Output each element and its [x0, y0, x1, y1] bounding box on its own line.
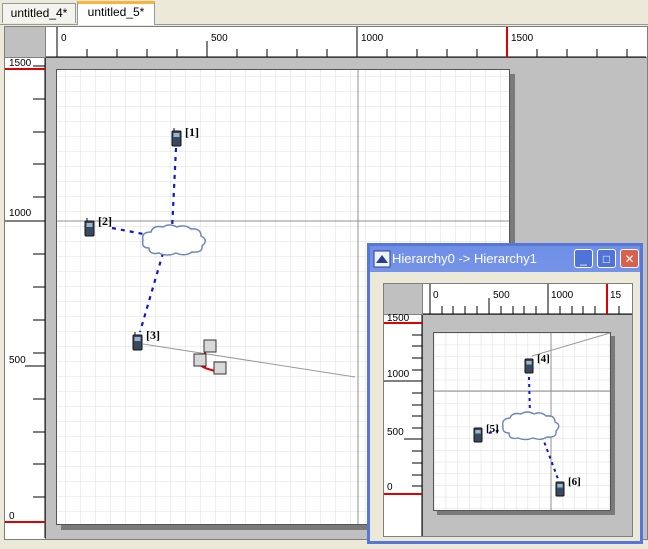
phone-icon[interactable]	[84, 218, 95, 237]
subwindow-titlebar[interactable]: Hierarchy0 -> Hierarchy1 _ □ ✕	[370, 246, 640, 272]
node-label-2: [2]	[98, 214, 112, 228]
sub-ruler-corner	[384, 284, 423, 315]
vruler-label-500: 500	[9, 355, 26, 366]
sub-vruler-label-1000: 1000	[387, 369, 410, 380]
tab-untitled-4[interactable]: untitled_4*	[2, 3, 76, 23]
vertical-ruler[interactable]: 1500 1000 500 0	[5, 58, 46, 539]
server-cluster-icon[interactable]	[190, 338, 232, 382]
sub-vruler-label-0: 0	[387, 482, 393, 493]
close-button[interactable]: ✕	[620, 249, 639, 268]
hierarchy-subwindow[interactable]: Hierarchy0 -> Hierarchy1 _ □ ✕	[367, 243, 643, 544]
subwindow-title: Hierarchy0 -> Hierarchy1	[392, 251, 537, 266]
node-label-6: [6]	[568, 476, 581, 488]
phone-icon[interactable]	[171, 128, 182, 147]
maximize-button[interactable]: □	[597, 249, 616, 268]
phone-icon[interactable]	[524, 357, 534, 374]
sub-hruler-label-15: 15	[610, 290, 622, 301]
sub-hruler-label-1000: 1000	[551, 290, 574, 301]
sub-horizontal-ruler[interactable]: 0 500 1000 15	[423, 284, 632, 315]
node-label-4: [4]	[537, 353, 550, 365]
tab-bar: untitled_4* untitled_5*	[0, 0, 648, 25]
cloud-icon[interactable]	[500, 411, 562, 441]
phone-icon[interactable]	[555, 480, 565, 497]
sub-vertical-ruler[interactable]: 1500 1000 500 0	[384, 313, 423, 536]
hruler-label-1000: 1000	[361, 33, 384, 44]
vruler-label-1000: 1000	[9, 208, 32, 219]
sub-hruler-label-0: 0	[433, 290, 439, 301]
node-label-1: [1]	[185, 125, 199, 139]
vruler-label-0: 0	[9, 511, 15, 522]
ruler-corner	[5, 27, 46, 58]
horizontal-ruler[interactable]: 0 500 1000 1500	[46, 27, 647, 58]
cloud-icon[interactable]	[139, 224, 209, 256]
network-app-icon	[373, 250, 391, 268]
vruler-label-1500: 1500	[9, 58, 32, 69]
phone-icon[interactable]	[473, 426, 483, 443]
sub-vruler-label-500: 500	[387, 427, 404, 438]
hruler-label-0: 0	[61, 33, 67, 44]
node-label-5: [5]	[486, 423, 499, 435]
subwindow-editor: 0 500 1000 15 15 0	[383, 283, 633, 537]
hruler-label-1500: 1500	[511, 33, 534, 44]
node-label-3: [3]	[146, 328, 160, 342]
phone-icon[interactable]	[132, 332, 143, 351]
sub-hruler-label-500: 500	[493, 290, 510, 301]
hruler-label-500: 500	[211, 33, 228, 44]
sub-design-canvas[interactable]: [4] [5] [6]	[433, 332, 611, 511]
minimize-button[interactable]: _	[574, 249, 593, 268]
sub-vruler-label-1500: 1500	[387, 313, 410, 324]
tab-untitled-5[interactable]: untitled_5*	[77, 1, 155, 25]
